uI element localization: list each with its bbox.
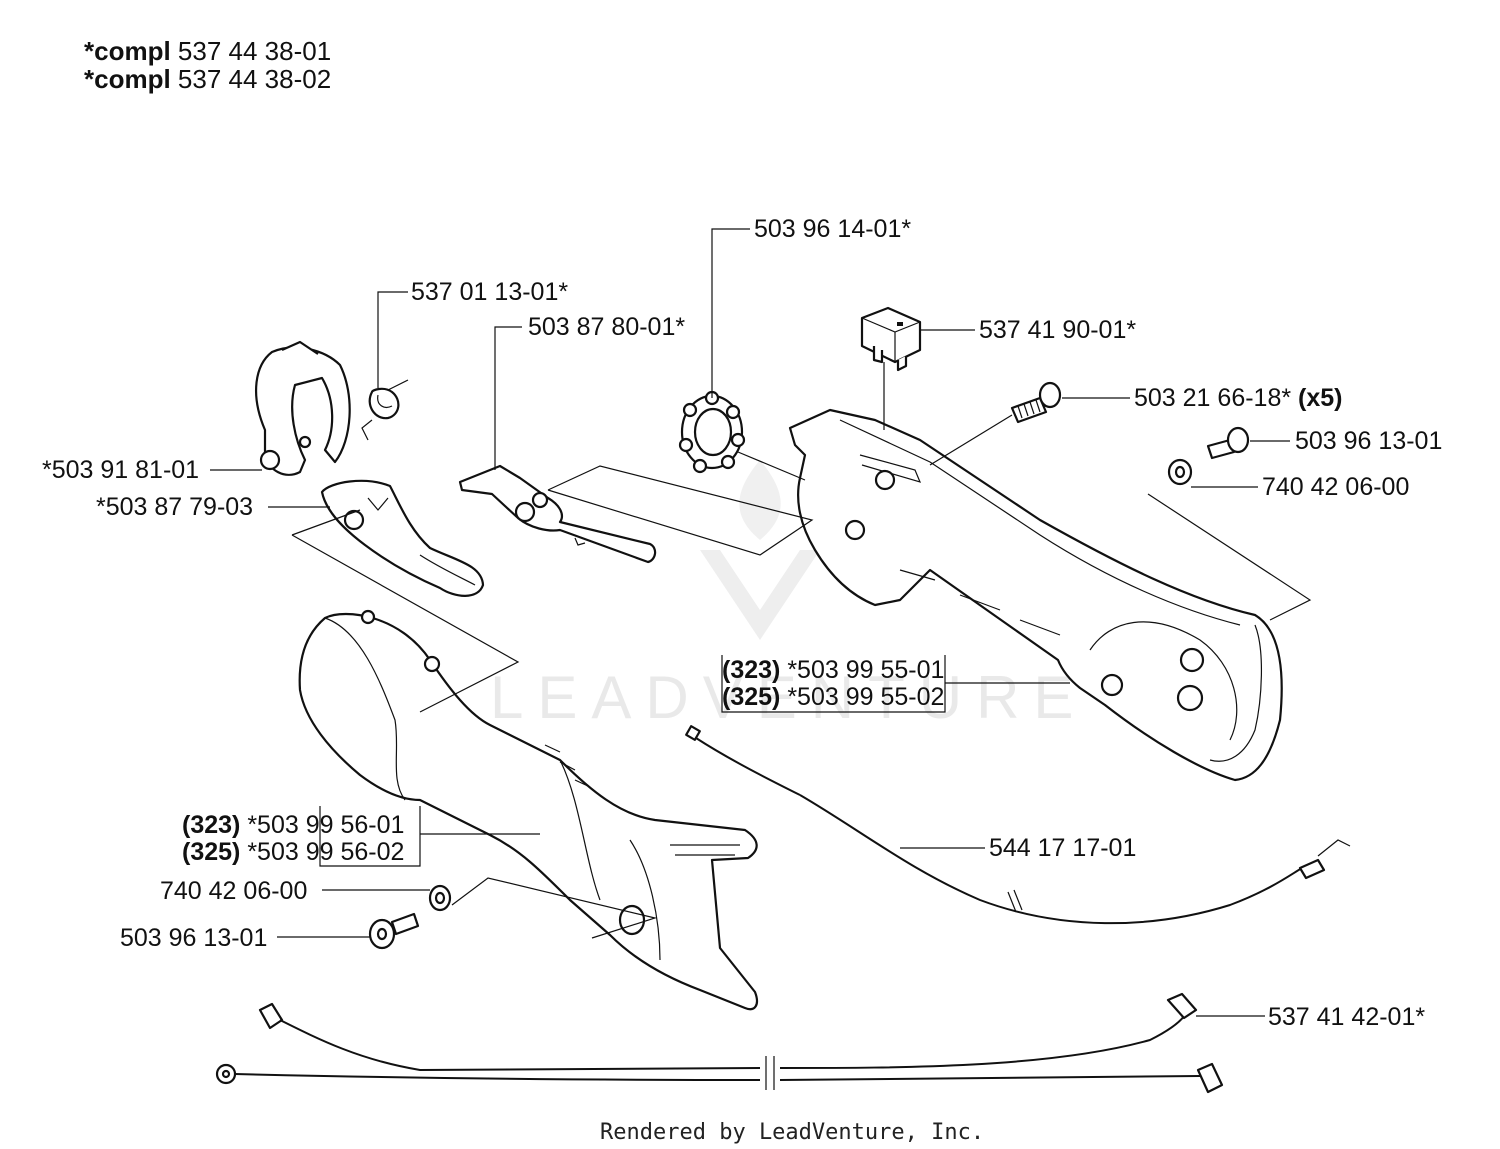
handle-right-part [788,408,1283,782]
callout-handle-left-b: (325) *503 99 56-02 [182,838,404,866]
callout-handle-right-b: (325) *503 99 55-02 [722,683,944,711]
watermark-logo-icon [700,550,820,640]
watermark-flame-icon [739,460,781,540]
callout-handle-left-a: (323) *503 99 56-01 [182,811,404,839]
leader-lines [210,228,1312,1017]
throttle-rod-part [458,464,657,564]
watermark-text: LEADVENTURE [490,664,1087,731]
footer-credit: Rendered by LeadVenture, Inc. [600,1120,984,1145]
clamp-part [254,340,351,476]
callout-handle-right-a: (323) *503 99 55-01 [722,656,944,684]
callout-washer-right: 740 42 06-00 [1262,473,1409,501]
callout-stop-switch: 537 41 90-01* [979,316,1136,344]
throttle-cable-part [685,725,1351,925]
callout-throttle-rod: 503 87 80-01* [528,313,685,341]
callout-screw-left: 503 96 13-01 [120,924,267,952]
spring-part [361,379,409,441]
damper-ring-part [678,390,746,474]
header-line-2: *compl 537 44 38-02 [84,64,331,94]
callout-spring: 537 01 13-01* [411,278,568,306]
washer-left-part [428,884,452,912]
callout-clamp: *503 91 81-01 [42,456,199,484]
callout-screw-x5: 503 21 66-18* (x5) [1134,384,1343,412]
callout-labels: 537 01 13-01* 503 87 80-01* 503 96 14-01… [42,215,1442,1031]
washer-right-part [1167,458,1193,486]
callout-washer-left: 740 42 06-00 [160,877,307,905]
callout-screw-right: 503 96 13-01 [1295,427,1442,455]
callout-trigger: *503 87 79-03 [96,493,253,521]
watermark: LEADVENTURE [490,460,1087,731]
trigger-part [320,479,485,597]
wire-harness-part [215,992,1224,1094]
screw-x5-part [1010,381,1062,424]
header-line-1: *compl 537 44 38-01 [84,36,331,66]
callout-throttle-cable: 544 17 17-01 [989,834,1136,862]
callout-wire-harness: 537 41 42-01* [1268,1003,1425,1031]
screw-left-part [368,912,420,950]
screw-right-part [1206,426,1250,460]
callout-damper-ring: 503 96 14-01* [754,215,911,243]
stop-switch-part [860,306,922,372]
